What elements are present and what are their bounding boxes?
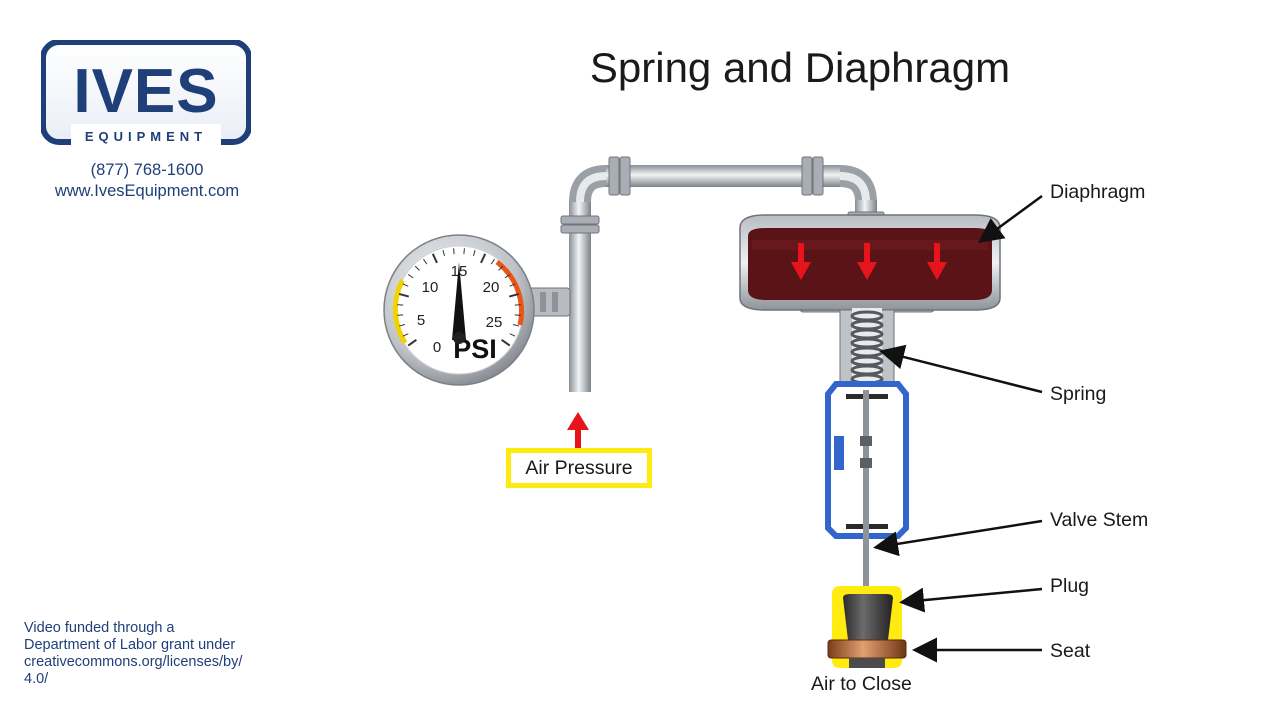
gauge-tick — [514, 314, 521, 316]
credit-line: Department of Labor grant under — [24, 637, 236, 653]
gauge-tick — [504, 274, 511, 279]
gauge-tick — [397, 314, 404, 316]
label-air-to-close: Air to Close — [811, 673, 912, 695]
gauge-tick — [509, 333, 516, 337]
label-seat: Seat — [1050, 640, 1091, 662]
gauge-tick — [514, 304, 521, 306]
logo-brand: IVES — [73, 57, 218, 126]
gauge-tick — [498, 265, 504, 271]
gauge-tick-label: 20 — [483, 279, 500, 296]
gauge-tick — [463, 248, 465, 255]
label-valve-stem: Valve Stem — [1050, 509, 1149, 531]
gauge-tick-label: 10 — [422, 279, 439, 296]
label-diaphragm: Diaphragm — [1050, 181, 1146, 203]
gauge-tick-label: 0 — [433, 339, 441, 356]
gauge-ticks — [397, 248, 521, 347]
label-air-pressure: Air Pressure — [525, 456, 633, 479]
gauge-tick — [423, 258, 428, 265]
website-url: www.IvesEquipment.com — [54, 182, 240, 200]
gauge-tick-label: 25 — [486, 314, 503, 331]
gauge-tick-label: 5 — [417, 312, 425, 329]
leader-arrows — [873, 194, 1043, 663]
air-pipe — [560, 156, 885, 392]
gauge-tick — [473, 249, 476, 257]
gauge-tick — [402, 283, 409, 287]
logo-sub: EQUIPMENT — [85, 129, 207, 144]
gauge-tick — [512, 324, 520, 327]
label-plug: Plug — [1050, 575, 1090, 597]
gauge-tick — [398, 292, 410, 298]
credit-line: Video funded through a — [24, 620, 175, 636]
pressure-gauge: 0 5 10 15 20 25 PSI — [383, 234, 571, 386]
gauge-tick — [414, 265, 420, 271]
gauge-tick — [453, 248, 455, 255]
gauge-tick — [442, 249, 445, 257]
air-pressure-box: Air Pressure — [506, 448, 652, 488]
diaphragm-force-arrows — [791, 243, 947, 280]
valve-stem — [860, 390, 872, 598]
gauge-needle — [452, 262, 466, 340]
gauge-tick — [501, 339, 511, 347]
label-spring: Spring — [1050, 383, 1107, 405]
seat — [827, 639, 907, 659]
gauge-tick — [398, 324, 406, 327]
spring — [839, 308, 895, 389]
credit-line: creativecommons.org/licenses/by/ — [24, 654, 243, 670]
ives-logo: IVES EQUIPMENT — [41, 40, 251, 146]
contact-info: (877) 768-1600 www.IvesEquipment.com — [36, 160, 258, 202]
gauge-tick — [490, 258, 495, 265]
gauge-tick — [407, 339, 417, 347]
gauge-tick — [509, 283, 516, 287]
gauge-tick — [407, 274, 414, 279]
phone-number: (877) 768-1600 — [90, 161, 204, 179]
plug — [843, 594, 893, 640]
gauge-tick — [402, 333, 409, 337]
credit-line: 4.0/ — [24, 671, 49, 687]
gauge-tick — [397, 304, 404, 306]
funding-credit: Video funded through a Department of Lab… — [24, 620, 264, 688]
gauge-tick — [431, 253, 438, 264]
gauge-tick — [480, 253, 487, 264]
diagram-title: Spring and Diaphragm — [589, 44, 1011, 91]
air-pressure-arrow — [567, 412, 589, 448]
gauge-tick — [508, 292, 520, 298]
